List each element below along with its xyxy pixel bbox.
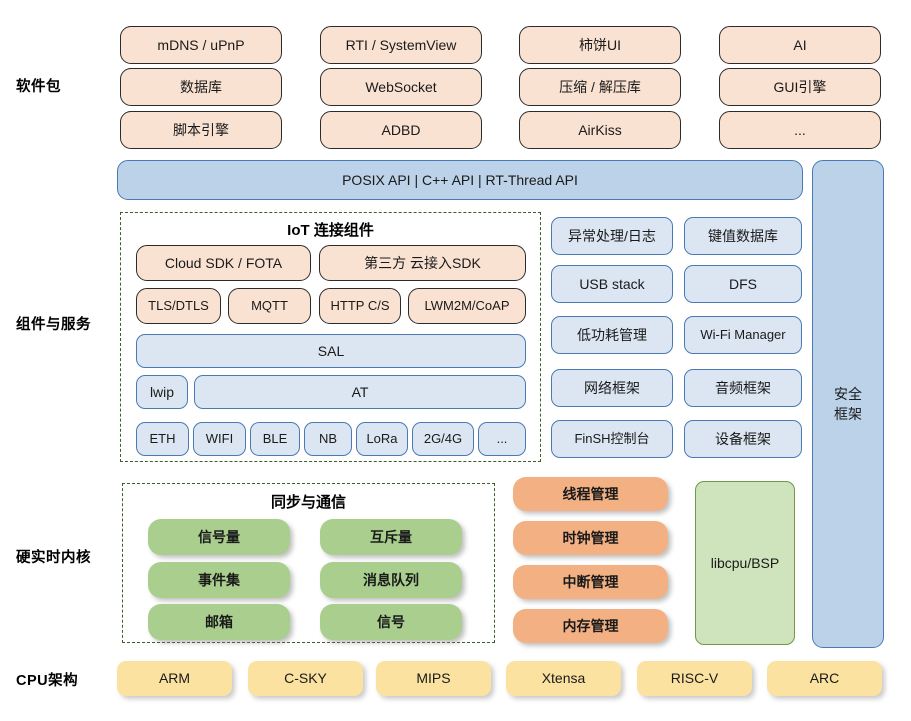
iot-box-http[interactable]: HTTP C/S xyxy=(319,288,401,324)
iot-link-2g-4g[interactable]: 2G/4G xyxy=(412,422,474,456)
package-box[interactable]: 脚本引擎 xyxy=(120,111,282,149)
row-label-hard-realtime-kernel: 硬实时内核 xyxy=(16,550,91,566)
cpu-arch-csky[interactable]: C-SKY xyxy=(248,661,363,696)
iot-box-sal[interactable]: SAL xyxy=(136,334,526,368)
iot-link-wifi[interactable]: WIFI xyxy=(193,422,246,456)
api-bar[interactable]: POSIX API | C++ API | RT-Thread API xyxy=(117,160,803,200)
cpu-arch-riscv[interactable]: RISC-V xyxy=(637,661,752,696)
kernel-manager-clock[interactable]: 时钟管理 xyxy=(513,521,668,555)
kernel-manager-thread[interactable]: 线程管理 xyxy=(513,477,668,511)
kernel-box-mutex[interactable]: 互斥量 xyxy=(320,519,462,555)
cpu-arch-xtensa[interactable]: Xtensa xyxy=(506,661,621,696)
package-box[interactable]: GUI引擎 xyxy=(719,68,881,106)
service-box-audio-framework[interactable]: 音频框架 xyxy=(684,369,802,407)
service-box-exception-log[interactable]: 异常处理/日志 xyxy=(551,217,673,255)
iot-box-third-party-sdk[interactable]: 第三方 云接入SDK xyxy=(319,245,526,281)
security-framework-box[interactable]: 安全 框架 xyxy=(812,160,884,648)
row-label-software-packages: 软件包 xyxy=(16,79,61,95)
kernel-sync-frame xyxy=(122,483,495,643)
package-box[interactable]: 数据库 xyxy=(120,68,282,106)
package-box[interactable]: 压缩 / 解压库 xyxy=(519,68,681,106)
kernel-box-message-queue[interactable]: 消息队列 xyxy=(320,562,462,598)
service-box-usb-stack[interactable]: USB stack xyxy=(551,265,673,303)
kernel-box-semaphore[interactable]: 信号量 xyxy=(148,519,290,555)
service-box-finsh-console[interactable]: FinSH控制台 xyxy=(551,420,673,458)
package-box[interactable]: ... xyxy=(719,111,881,149)
cpu-arch-mips[interactable]: MIPS xyxy=(376,661,491,696)
iot-group-frame xyxy=(120,212,541,462)
service-box-device-framework[interactable]: 设备框架 xyxy=(684,420,802,458)
kernel-box-event-set[interactable]: 事件集 xyxy=(148,562,290,598)
kernel-manager-memory[interactable]: 内存管理 xyxy=(513,609,668,643)
iot-box-cloud-sdk[interactable]: Cloud SDK / FOTA xyxy=(136,245,311,281)
service-box-wifi-manager[interactable]: Wi-Fi Manager xyxy=(684,316,802,354)
kernel-box-mailbox[interactable]: 邮箱 xyxy=(148,604,290,640)
package-box[interactable]: ADBD xyxy=(320,111,482,149)
libcpu-bsp-box[interactable]: libcpu/BSP xyxy=(695,481,795,645)
iot-group-title: IoT 连接组件 xyxy=(287,222,374,239)
package-box[interactable]: 柿饼UI xyxy=(519,26,681,64)
service-box-network-framework[interactable]: 网络框架 xyxy=(551,369,673,407)
iot-link-more[interactable]: ... xyxy=(478,422,526,456)
package-box[interactable]: mDNS / uPnP xyxy=(120,26,282,64)
iot-link-eth[interactable]: ETH xyxy=(136,422,189,456)
kernel-box-signal[interactable]: 信号 xyxy=(320,604,462,640)
service-box-dfs[interactable]: DFS xyxy=(684,265,802,303)
iot-link-nb[interactable]: NB xyxy=(304,422,352,456)
package-box[interactable]: AI xyxy=(719,26,881,64)
package-box[interactable]: RTI / SystemView xyxy=(320,26,482,64)
iot-box-tls-dtls[interactable]: TLS/DTLS xyxy=(136,288,221,324)
service-box-low-power[interactable]: 低功耗管理 xyxy=(551,316,673,354)
iot-box-lwip[interactable]: lwip xyxy=(136,375,188,409)
cpu-arch-arc[interactable]: ARC xyxy=(767,661,882,696)
iot-box-at[interactable]: AT xyxy=(194,375,526,409)
iot-link-ble[interactable]: BLE xyxy=(250,422,300,456)
kernel-manager-interrupt[interactable]: 中断管理 xyxy=(513,565,668,599)
row-label-cpu-architecture: CPU架构 xyxy=(16,673,79,689)
iot-link-lora[interactable]: LoRa xyxy=(356,422,408,456)
iot-box-mqtt[interactable]: MQTT xyxy=(228,288,311,324)
kernel-sync-title: 同步与通信 xyxy=(270,494,346,511)
iot-box-lwm2m-coap[interactable]: LWM2M/CoAP xyxy=(408,288,526,324)
service-box-kv-database[interactable]: 键值数据库 xyxy=(684,217,802,255)
cpu-arch-arm[interactable]: ARM xyxy=(117,661,232,696)
row-label-components-services: 组件与服务 xyxy=(16,317,91,333)
package-box[interactable]: AirKiss xyxy=(519,111,681,149)
package-box[interactable]: WebSocket xyxy=(320,68,482,106)
